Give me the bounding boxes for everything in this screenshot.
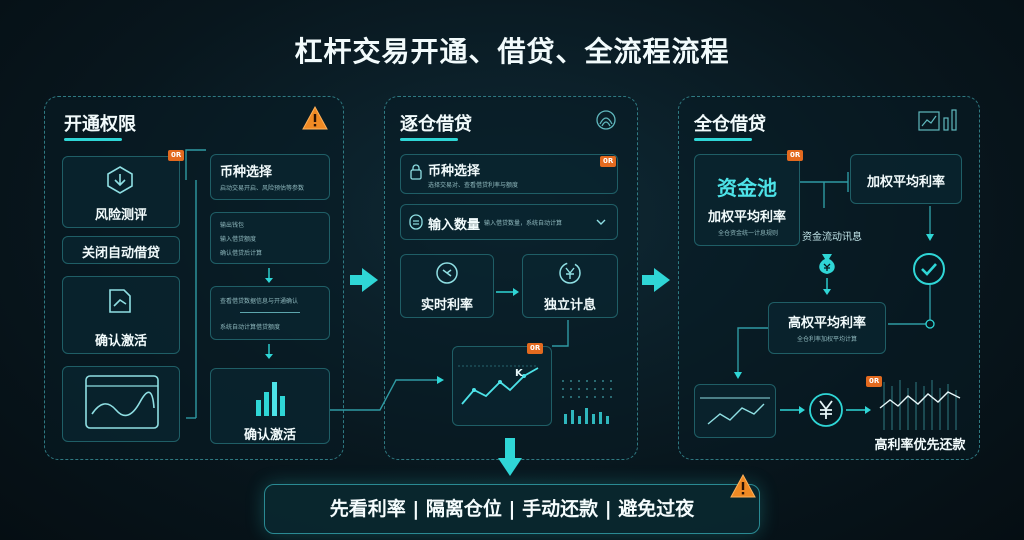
borrow-info-divider — [240, 312, 300, 313]
fund-pool-sub: 加权平均利率 — [707, 210, 786, 225]
panel3-connectors-bottom — [734, 327, 768, 379]
fund-flow-label: 资金流动讯息 — [802, 232, 862, 243]
document-hand-icon — [109, 289, 131, 313]
globe-logo-icon — [596, 110, 616, 130]
close-auto-borrow-label: 关闭自动借贷 — [81, 246, 160, 261]
wallet-desc-2: 确认借贷后计算 — [220, 250, 263, 257]
bottom-tips-text: 先看利率 | 隔离仓位 | 手动还款 | 避免过夜 — [329, 498, 695, 520]
high-rate-card[interactable] — [768, 302, 886, 354]
dot-grid-decoration — [562, 380, 612, 424]
screen-chart-card — [62, 366, 180, 442]
weighted-rate-label: 加权平均利率 — [866, 175, 945, 190]
close-auto-borrow-card[interactable] — [62, 236, 180, 264]
down-arrow-icon-2 — [265, 344, 273, 359]
coin-select-card[interactable] — [210, 154, 330, 200]
panel3-underline — [694, 138, 752, 141]
weighted-rate-card[interactable] — [850, 154, 962, 204]
flow-arrow-down — [498, 438, 522, 476]
panel3-connectors-top — [800, 172, 935, 329]
coin-stack-icon — [409, 214, 423, 230]
candlestick-chart-icon — [879, 380, 961, 430]
confirm-activate-card[interactable] — [62, 276, 180, 354]
panel2-coin-select-desc: 选择交易对、查看借贷利率与额度 — [428, 182, 519, 189]
coin-select-desc: 启动交易开启、风险预估等参数 — [220, 185, 305, 192]
risk-badge: 0R — [168, 150, 185, 161]
warning-icon — [302, 105, 328, 130]
panel1-title: 开通权限 — [64, 114, 136, 135]
fund-pool-card[interactable] — [694, 154, 800, 246]
right-arrow-icon-3 — [846, 406, 871, 414]
bottom-tips-banner: 先看利率 | 隔离仓位 | 手动还款 | 避免过夜 — [264, 484, 760, 534]
panel2-title: 逐仓借贷 — [400, 114, 472, 135]
coin-select-label: 币种选择 — [220, 165, 273, 180]
panel2-badge: 0R — [600, 156, 617, 167]
trend-line-icon — [458, 365, 539, 405]
shield-download-icon — [107, 166, 133, 194]
panel2-underline — [400, 138, 458, 141]
money-bag-icon — [819, 254, 835, 274]
wallet-output-card[interactable] — [210, 212, 330, 264]
fund-pool-desc: 全仓资金统一计息规则 — [717, 230, 778, 237]
borrow-info-desc-1: 查看借贷数据信息与开通确认 — [220, 298, 299, 305]
high-rate-desc: 全仓利率加权平均计算 — [796, 336, 857, 343]
independent-interest-label: 独立计息 — [543, 298, 596, 313]
lock-icon — [410, 164, 422, 180]
bar-chart-icon — [256, 382, 285, 416]
panel2-connector — [330, 320, 569, 411]
realtime-rate-card[interactable] — [400, 254, 494, 318]
realtime-rate-label: 实时利率 — [420, 298, 473, 313]
down-arrow-icon-3 — [823, 278, 831, 295]
panel2-input-label: 输入数量 — [428, 218, 481, 233]
chevron-down-icon[interactable] — [596, 218, 606, 226]
check-circle-icon — [913, 253, 945, 285]
chart-k-label: K — [515, 368, 523, 379]
priority-repay-label: 高利率优先还款 — [874, 438, 966, 453]
page-title: 杠杆交易开通、借贷、全流程流程 — [294, 35, 730, 68]
borrow-info-desc-2: 系统自动计算借贷额度 — [220, 324, 281, 331]
fund-pool-title: 资金池 — [717, 176, 777, 200]
chart-badge: 0R — [527, 343, 544, 354]
warning-icon-bottom — [730, 473, 756, 498]
borrow-info-card[interactable] — [210, 286, 330, 340]
panel2-coin-select-card[interactable] — [400, 154, 618, 194]
panel2-input-card[interactable] — [400, 204, 618, 240]
flow-arrow-right-1 — [350, 268, 378, 292]
rate-gauge-icon — [436, 262, 458, 284]
independent-interest-card[interactable] — [522, 254, 618, 318]
panel3-title: 全仓借贷 — [694, 114, 766, 135]
panel1-connectors — [185, 149, 206, 419]
monitor-chart-icon — [85, 375, 159, 429]
pool-badge: 0R — [787, 150, 804, 161]
panel2-input-desc: 输入借贷数量，系统自动计算 — [484, 220, 563, 227]
confirm-activate-label-2: 确认激活 — [243, 428, 296, 443]
yen-coin-icon — [809, 393, 843, 427]
risk-assessment-label: 风险测评 — [94, 208, 147, 223]
wallet-heading: 输出钱包 — [220, 222, 245, 229]
priority-badge: 0R — [866, 376, 883, 387]
panel1-underline — [64, 138, 122, 141]
panel2-coin-select-label: 币种选择 — [428, 164, 481, 179]
yen-cycle-icon — [559, 262, 581, 284]
right-arrow-icon-2 — [780, 406, 805, 414]
monitor-trend-icon — [700, 397, 770, 425]
wallet-desc-1: 输入借贷额度 — [220, 236, 257, 243]
high-rate-label: 高权平均利率 — [787, 316, 866, 331]
repay-screen-card — [694, 384, 776, 438]
down-arrow-icon — [265, 268, 273, 283]
confirm-activate-card-2[interactable] — [210, 368, 330, 444]
flow-arrow-right-2 — [642, 268, 670, 292]
right-arrow-icon — [496, 288, 519, 296]
confirm-activate-label: 确认激活 — [94, 334, 147, 349]
chart-logo-icon — [918, 109, 957, 131]
rate-chart-card — [452, 346, 552, 426]
